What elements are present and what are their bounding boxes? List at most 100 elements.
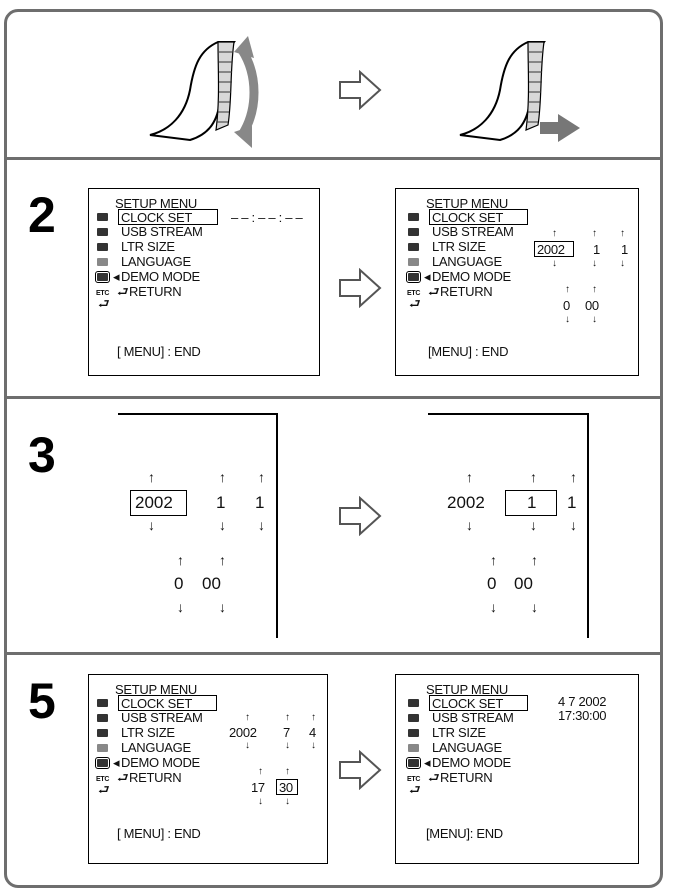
year-value: 2002: [135, 493, 173, 512]
menu-end-hint: [MENU]: END: [426, 826, 503, 841]
return-icon: ⮐: [428, 770, 440, 785]
minute-down-arrow: ↓: [219, 599, 226, 615]
step-number-2: 2: [28, 187, 56, 243]
day-value: 1: [567, 493, 577, 512]
selection-box: [118, 695, 217, 711]
lcd-screen-step2-left: SETUP MENU CLOCK SET – – : – – : – – USB…: [88, 188, 320, 376]
year-selection-box: [130, 490, 187, 516]
etc-icon: ETC: [407, 290, 421, 297]
month-up-arrow: ↑: [530, 469, 537, 485]
minute-selection-box: [276, 779, 298, 795]
menu-item-usb-stream: USB STREAM: [432, 710, 514, 725]
month-up-arrow: ↑: [219, 469, 226, 485]
menu-pointer-icon: ◂: [113, 755, 120, 770]
month-value: 1: [216, 493, 226, 512]
return-icon: ⮐: [98, 296, 110, 311]
minute-value: 00: [202, 574, 221, 593]
menu-pointer-icon: ◂: [424, 269, 431, 284]
selection-box: [429, 695, 528, 711]
year-down-arrow: ↓: [245, 740, 250, 751]
menu-item-ltr-size: LTR SIZE: [432, 725, 486, 740]
menu-item-usb-stream: USB STREAM: [121, 710, 203, 725]
minute-value: 00: [514, 574, 533, 593]
day-down-arrow: ↓: [570, 517, 577, 533]
menu-title: SETUP MENU: [426, 196, 508, 211]
tape-icon: [408, 243, 419, 251]
next-arrow-icon: [339, 496, 382, 536]
menu-item-usb-stream: USB STREAM: [121, 224, 203, 239]
month-down-arrow: ↓: [592, 258, 597, 269]
tape-icon: [408, 729, 419, 737]
hour-down-arrow: ↓: [490, 599, 497, 615]
day-up-arrow: ↑: [311, 712, 316, 723]
menu-item-language: LANGUAGE: [121, 254, 191, 269]
minute-down-arrow: ↓: [531, 599, 538, 615]
menu-pointer-icon: ◂: [113, 269, 120, 284]
month-selection-box: [505, 490, 557, 516]
menu-item-demo-mode: DEMO MODE: [432, 755, 511, 770]
menu-item-demo-mode: DEMO MODE: [432, 269, 511, 284]
menu-item-clock-set: CLOCK SET: [121, 696, 192, 711]
return-icon: ⮐: [428, 284, 440, 299]
year-value: 2002: [229, 725, 257, 740]
month-down-arrow: ↓: [530, 517, 537, 533]
menu-title: SETUP MENU: [115, 196, 197, 211]
menu-item-demo-mode: DEMO MODE: [121, 755, 200, 770]
hour-up-arrow: ↑: [490, 552, 497, 568]
separator-1: [4, 157, 663, 160]
day-value: 4: [309, 725, 316, 740]
return-icon: ⮐: [98, 782, 110, 797]
minute-up-arrow: ↑: [531, 552, 538, 568]
minute-value: 00: [585, 298, 599, 313]
minute-down-arrow: ↓: [285, 796, 290, 807]
camera-icon: [408, 699, 419, 707]
year-down-arrow: ↓: [552, 258, 557, 269]
return-icon: ⮐: [409, 296, 421, 311]
menu-title: SETUP MENU: [115, 682, 197, 697]
setup-icon: [406, 271, 421, 283]
dial-press-illustration: [459, 41, 580, 142]
hour-up-arrow: ↑: [565, 284, 570, 295]
menu-item-ltr-size: LTR SIZE: [432, 239, 486, 254]
hour-down-arrow: ↓: [258, 796, 263, 807]
month-down-arrow: ↓: [285, 740, 290, 751]
menu-item-usb-stream: USB STREAM: [432, 224, 514, 239]
menu-item-return: RETURN: [129, 284, 182, 299]
day-up-arrow: ↑: [620, 228, 625, 239]
month-value: 1: [527, 493, 537, 512]
minute-down-arrow: ↓: [592, 314, 597, 325]
lcd-screen-step2-right: SETUP MENU CLOCK SET USB STREAM LTR SIZE…: [395, 188, 639, 376]
lcd-screen-step5-left: SETUP MENU CLOCK SET USB STREAM LTR SIZE…: [88, 674, 328, 864]
menu-item-clock-set: CLOCK SET: [121, 210, 192, 225]
clock-date-value: 4 7 2002: [558, 694, 607, 709]
menu-item-return: RETURN: [440, 284, 493, 299]
minute-up-arrow: ↑: [219, 552, 226, 568]
clock-time-value: 17:30:00: [558, 708, 607, 723]
camera-icon: [97, 213, 108, 221]
day-value: 1: [621, 242, 628, 257]
hour-down-arrow: ↓: [177, 599, 184, 615]
day-value: 1: [255, 493, 265, 512]
hour-value: 17: [251, 780, 265, 795]
day-up-arrow: ↑: [570, 469, 577, 485]
month-value: 1: [593, 242, 600, 257]
etc-icon: ETC: [96, 290, 110, 297]
day-down-arrow: ↓: [311, 740, 316, 751]
setup-icon: [95, 271, 110, 283]
menu-item-return: RETURN: [440, 770, 493, 785]
setup-icon: [406, 757, 421, 769]
hour-value: 0: [174, 574, 184, 593]
month-up-arrow: ↑: [285, 712, 290, 723]
year-value: 2002: [537, 242, 565, 257]
camera-icon: [97, 699, 108, 707]
year-down-arrow: ↓: [466, 517, 473, 533]
next-arrow-icon: [339, 268, 382, 308]
hour-up-arrow: ↑: [177, 552, 184, 568]
menu-item-return: RETURN: [129, 770, 182, 785]
year-up-arrow: ↑: [466, 469, 473, 485]
year-down-arrow: ↓: [148, 517, 155, 533]
menu-item-ltr-size: LTR SIZE: [121, 725, 175, 740]
month-up-arrow: ↑: [592, 228, 597, 239]
memory-icon: [408, 228, 419, 236]
tape-icon: [97, 243, 108, 251]
